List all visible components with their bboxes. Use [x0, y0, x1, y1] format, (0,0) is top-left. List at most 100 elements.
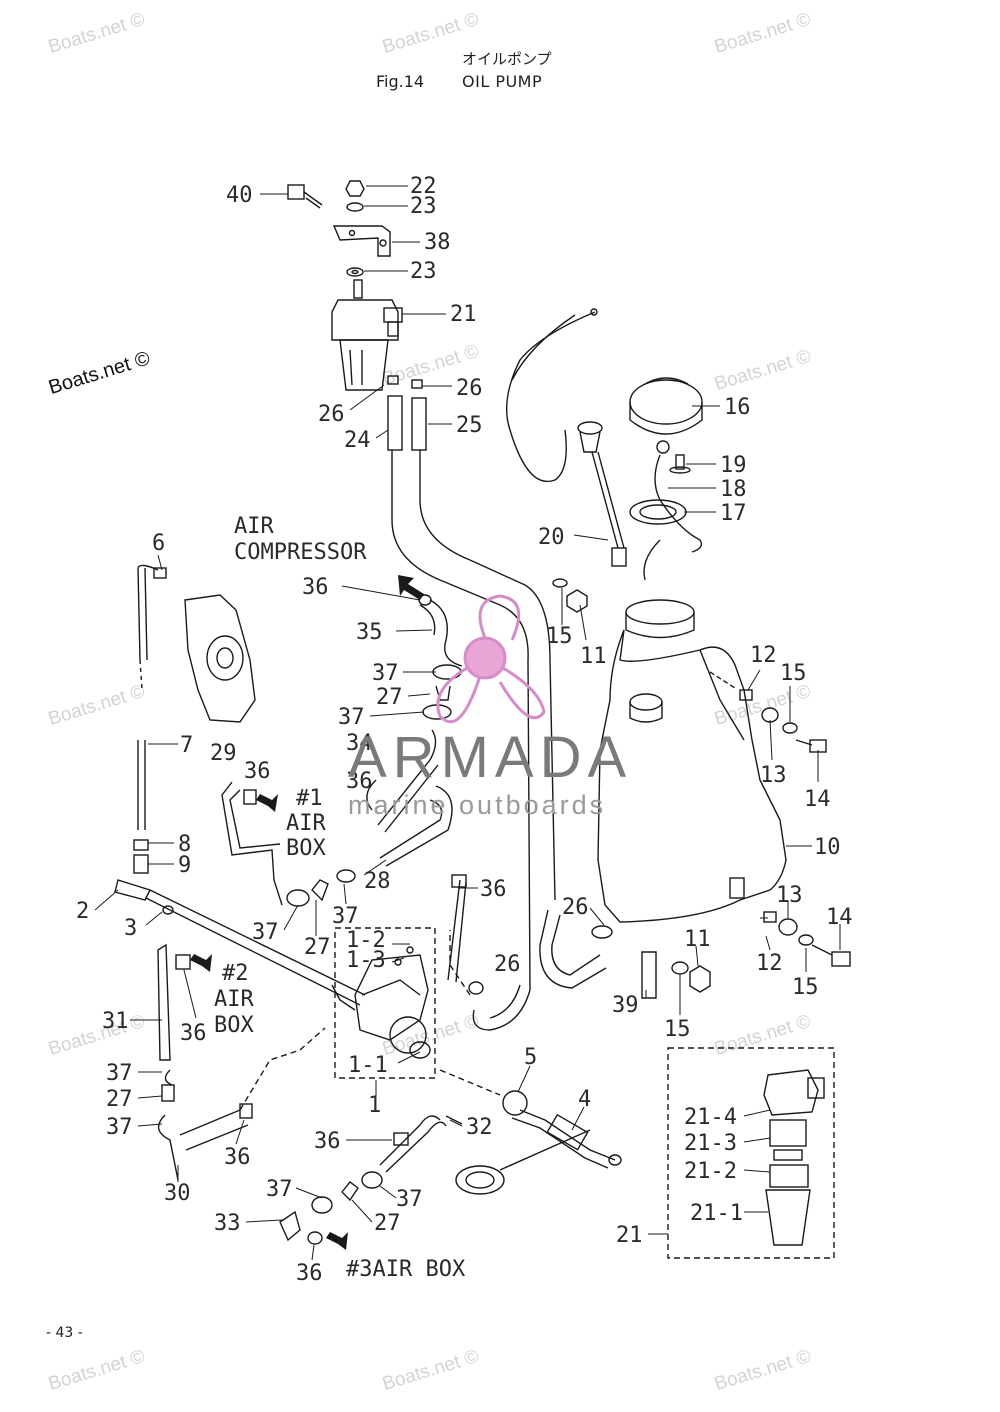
figure-title: OIL PUMP	[462, 72, 543, 91]
callout-label: 21	[616, 1223, 643, 1248]
callout-label: 36	[296, 1261, 323, 1286]
callout-label: 18	[720, 477, 747, 502]
note-air-box-2-line-2: AIR	[214, 987, 254, 1012]
oil-pump-1	[331, 927, 436, 1079]
callout-label: 15	[780, 661, 807, 686]
callout-label: 37	[106, 1115, 133, 1140]
callout-label: 8	[178, 832, 191, 857]
callout-label: 36	[224, 1145, 251, 1170]
callout-label: 28	[364, 869, 391, 894]
note-air-compressor-line-1: AIR	[234, 514, 274, 539]
note-air-box-2-line-3: BOX	[214, 1013, 254, 1038]
note-air-compressor-line-2: COMPRESSOR	[234, 540, 367, 565]
callout-label: 37	[372, 661, 399, 686]
note-air-box-1-line-2: AIR	[286, 811, 326, 836]
callout-label: 30	[164, 1181, 191, 1206]
hose-26	[468, 909, 613, 1031]
callout-label: 40	[226, 183, 253, 208]
callout-label: 12	[750, 643, 777, 668]
callout-label: 13	[760, 763, 787, 788]
callout-label: 21-2	[684, 1159, 737, 1184]
washer-23-top	[346, 202, 364, 212]
callout-label: 9	[178, 853, 191, 878]
callout-label: 25	[456, 413, 483, 438]
arrow-air-box-2	[190, 954, 212, 972]
callout-label: 37	[252, 920, 279, 945]
bottom-fittings	[279, 1171, 383, 1245]
callout-label: 36	[244, 759, 271, 784]
callout-label: 27	[374, 1211, 401, 1236]
note-air-box-3: #3AIR BOX	[346, 1257, 466, 1282]
sensor-18	[643, 440, 703, 581]
callout-label: 33	[214, 1211, 241, 1236]
guide-lines	[239, 930, 501, 1111]
callout-label: 34	[346, 731, 373, 756]
callout-label: 26	[562, 895, 589, 920]
callout-label: 11	[684, 927, 711, 952]
callout-label: 15	[792, 975, 819, 1000]
callout-label: 23	[410, 259, 437, 284]
callout-label: 36	[314, 1129, 341, 1154]
note-air-box-1-line-3: BOX	[286, 836, 326, 861]
figure-title-japanese: オイルポンプ	[462, 50, 552, 68]
arrow-air-box-1	[256, 794, 278, 812]
callout-label: 1-2	[346, 928, 386, 953]
callout-label: 37	[338, 705, 365, 730]
callout-label: 15	[546, 624, 573, 649]
strap-19	[669, 454, 691, 474]
callout-label: 7	[180, 733, 193, 758]
note-air-box-1-line-1: #1	[296, 786, 323, 811]
callout-label: 12	[756, 951, 783, 976]
callout-label: 1	[368, 1093, 381, 1118]
callout-label: 35	[356, 620, 383, 645]
air-compressor-hoses	[366, 594, 467, 983]
callout-label: 36	[480, 877, 507, 902]
hose-31	[157, 943, 191, 1061]
callout-label: 37	[332, 904, 359, 929]
arrow-air-box-3	[326, 1232, 348, 1250]
sensor-wire	[505, 308, 598, 482]
callout-label: 27	[304, 935, 331, 960]
linkage-bracket	[184, 594, 256, 723]
callout-label: 32	[466, 1115, 493, 1140]
hose-24-25	[387, 375, 556, 991]
callout-label: 21-3	[684, 1131, 737, 1156]
bolt-40	[287, 184, 323, 209]
note-air-box-2-line-1: #2	[222, 961, 249, 986]
callout-label: 36	[302, 575, 329, 600]
callout-label: 39	[612, 993, 639, 1018]
callout-label: 2	[76, 899, 89, 924]
rod-7	[133, 564, 167, 874]
dipstick-20	[577, 421, 627, 567]
callout-label: 3	[124, 916, 137, 941]
hose-29	[221, 781, 283, 906]
oil-filter-21-exploded	[667, 1047, 835, 1259]
page-number: - 43 -	[46, 1325, 83, 1341]
callout-label: 6	[152, 531, 165, 556]
leader-lines	[94, 185, 841, 1261]
callout-label: 23	[410, 194, 437, 219]
callout-label: 17	[720, 501, 747, 526]
callout-label: 4	[578, 1087, 591, 1112]
callout-label: 11	[580, 644, 607, 669]
hose-30	[157, 1069, 253, 1181]
callout-label: 38	[424, 230, 451, 255]
oil-filter-21-top	[331, 279, 403, 391]
callout-label: 29	[210, 741, 237, 766]
callout-label: 21-4	[684, 1105, 737, 1130]
callout-label: 20	[538, 525, 565, 550]
propeller-logo	[436, 594, 546, 724]
callout-label: 37	[106, 1061, 133, 1086]
callout-label: 36	[180, 1021, 207, 1046]
callout-label: 14	[826, 905, 853, 930]
hose-32	[379, 1115, 463, 1173]
callout-label: 15	[664, 1017, 691, 1042]
bracket-38	[332, 225, 391, 257]
callout-label: 24	[344, 428, 371, 453]
shaft-2	[114, 879, 366, 1006]
callout-label: 26	[318, 402, 345, 427]
callout-label: 27	[106, 1087, 133, 1112]
callout-label: 26	[456, 376, 483, 401]
